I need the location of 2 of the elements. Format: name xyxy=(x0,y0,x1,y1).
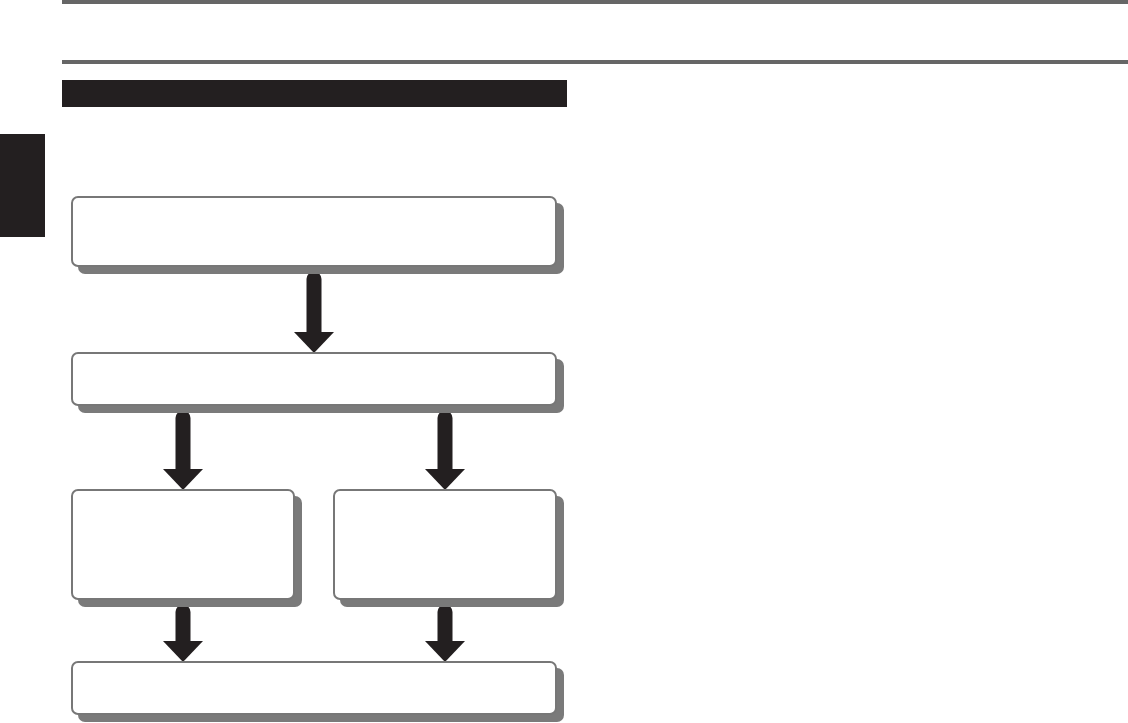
heading-bar xyxy=(62,80,567,107)
side-tab xyxy=(0,134,45,237)
